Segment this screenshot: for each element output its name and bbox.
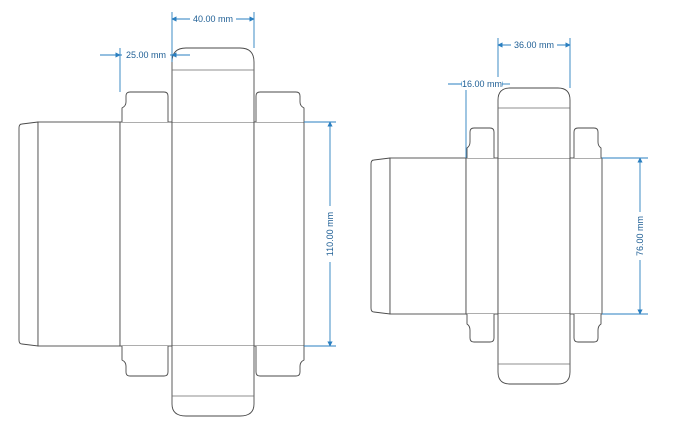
large-top-tuck-flap — [171, 47, 255, 122]
small-depth-dimension-label: 16.00 mm — [462, 79, 502, 89]
small-front-panel — [497, 157, 571, 315]
small-top-dust-flap-left — [466, 127, 495, 158]
small-glue-flap — [370, 157, 391, 315]
large-width-dimension-label: 40.00 mm — [193, 14, 233, 24]
large-glue-flap — [18, 121, 39, 347]
large-bottom-dust-flap-left — [121, 346, 169, 377]
large-box-dimensions: 40.00 mm 25.00 mm 110.00 mm — [100, 12, 337, 347]
large-depth-dimension-label: 25.00 mm — [126, 50, 166, 60]
small-height-dimension-label: 76.00 mm — [635, 216, 645, 256]
small-top-dust-flap-right — [573, 127, 602, 158]
small-bottom-dust-flap-left — [466, 314, 495, 343]
large-top-dust-flap-left — [121, 91, 169, 122]
small-box-dimensions: 36.00 mm 16.00 mm 76.00 mm — [448, 38, 648, 315]
large-front-panel — [171, 121, 255, 347]
small-back-panel — [389, 157, 467, 315]
large-box-dieline — [18, 47, 305, 417]
large-top-dust-flap-right — [255, 91, 305, 122]
small-width-dimension-label: 36.00 mm — [514, 40, 554, 50]
small-side-panel-right — [569, 157, 603, 315]
small-side-panel-left — [465, 157, 499, 315]
large-bottom-dust-flap-right — [255, 346, 305, 377]
small-top-tuck-flap — [497, 87, 571, 158]
small-box-dieline — [370, 87, 603, 385]
large-height-dimension-label: 110.00 mm — [325, 212, 335, 256]
small-bottom-dust-flap-right — [573, 314, 602, 343]
large-side-panel-left — [119, 121, 173, 347]
large-bottom-tuck-flap — [171, 346, 255, 417]
large-back-panel — [37, 121, 121, 347]
small-bottom-tuck-flap — [497, 314, 571, 385]
large-side-panel-right — [253, 121, 305, 347]
